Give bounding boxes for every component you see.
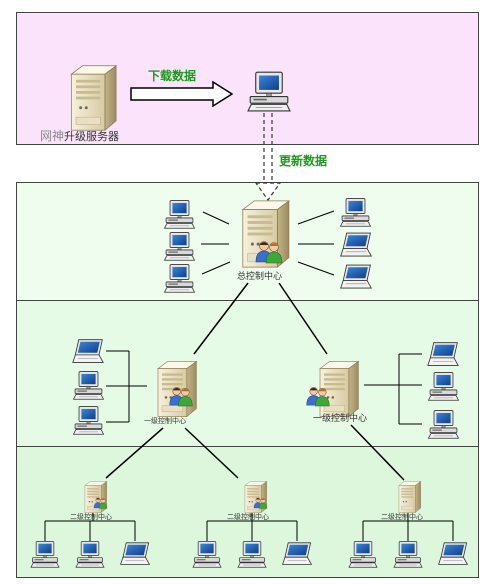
server-icon: [398, 481, 421, 513]
level2-tree-3: [362, 513, 454, 541]
main-center-node: [242, 200, 290, 268]
update-arrow: [254, 113, 282, 202]
update-server-label-rest: 升级服务器: [64, 130, 119, 143]
download-arrow-label: 下载数据: [148, 68, 196, 83]
main-center-label: 总控制中心: [237, 270, 282, 282]
level2-tree-1: [44, 513, 136, 541]
level2-center-2: [244, 481, 268, 513]
main-center-spokes: [201, 210, 335, 276]
update-server-node: [70, 65, 117, 131]
level2-center-2-label: 二级控制中心: [227, 512, 269, 521]
level1-center-left-label: 一级控制中心: [144, 416, 186, 425]
server-icon: [319, 360, 359, 418]
main-to-level1-links: [193, 282, 328, 355]
update-server-label: 网神升级服务器: [40, 129, 119, 143]
level1-to-level2-links: [105, 424, 405, 481]
level2-center-1-label: 二级控制中心: [70, 512, 112, 521]
server-icon: [70, 65, 117, 131]
level2-center-1: [84, 481, 108, 513]
level1-left-bracket: [106, 350, 147, 423]
download-arrow: [130, 80, 234, 108]
update-server-label-prefix: 网神: [40, 129, 64, 143]
level2-tree-2: [206, 513, 298, 541]
level1-center-left: [157, 360, 197, 418]
level1-center-right-label: 一级控制中心: [313, 412, 367, 424]
update-arrow-label: 更新数据: [279, 153, 327, 168]
level2-center-3: [398, 481, 421, 513]
level1-right-bracket: [364, 353, 422, 425]
level2-center-3-label: 二级控制中心: [381, 512, 423, 521]
